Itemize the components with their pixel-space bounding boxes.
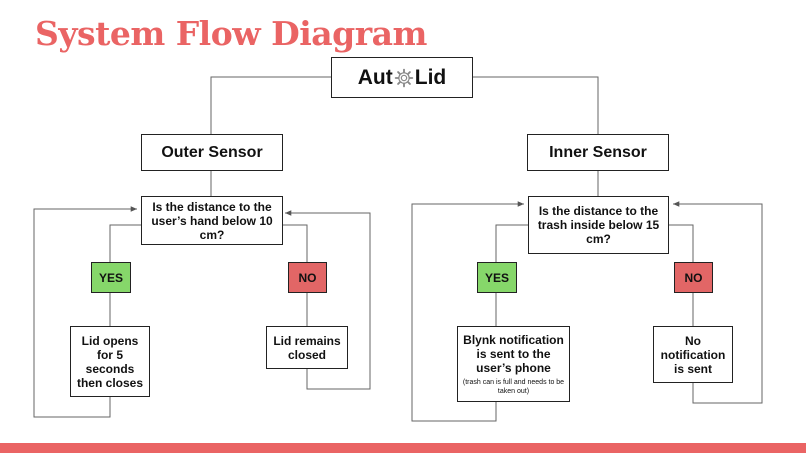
- lid-remains-closed-box: Lid remains closed: [266, 326, 348, 369]
- loop-right-no: [673, 201, 763, 404]
- no-notification-box: No notification is sent: [653, 326, 733, 383]
- root-label-end: Lid: [414, 65, 447, 89]
- lid-opens-box: Lid opens for 5 seconds then closes: [70, 326, 150, 397]
- outer-question-box: Is the distance to the user’s hand below…: [141, 196, 283, 245]
- connector-left-no: [281, 224, 308, 262]
- connector-root-outer: [210, 76, 331, 134]
- left-yes-badge: YES: [91, 262, 131, 293]
- loop-right-yes: [411, 201, 524, 422]
- autolid-root-box: Aut Lid: [331, 57, 473, 98]
- blynk-notification-box: Blynk notification is sent to the user’s…: [457, 326, 570, 402]
- page-title: System Flow Diagram: [35, 14, 427, 53]
- gear-icon: [394, 68, 413, 87]
- connector-right-no: [669, 224, 694, 262]
- connector-root-inner: [472, 76, 599, 134]
- blynk-notification-text: Blynk notification is sent to the user’s…: [463, 332, 564, 375]
- connector-left-yes: [109, 224, 141, 262]
- left-no-badge: NO: [288, 262, 327, 293]
- right-no-badge: NO: [674, 262, 713, 293]
- loop-left-no: [285, 210, 371, 390]
- inner-question-box: Is the distance to the trash inside belo…: [528, 196, 669, 254]
- loop-left-yes: [33, 206, 137, 418]
- right-yes-badge: YES: [477, 262, 517, 293]
- connector-right-yes: [495, 224, 528, 262]
- outer-sensor-box: Outer Sensor: [141, 134, 283, 171]
- root-label-start: Aut: [357, 65, 393, 89]
- inner-sensor-box: Inner Sensor: [527, 134, 669, 171]
- blynk-notification-note: (trash can is full and needs to be taken…: [462, 378, 565, 395]
- footer-accent-bar: [0, 443, 806, 453]
